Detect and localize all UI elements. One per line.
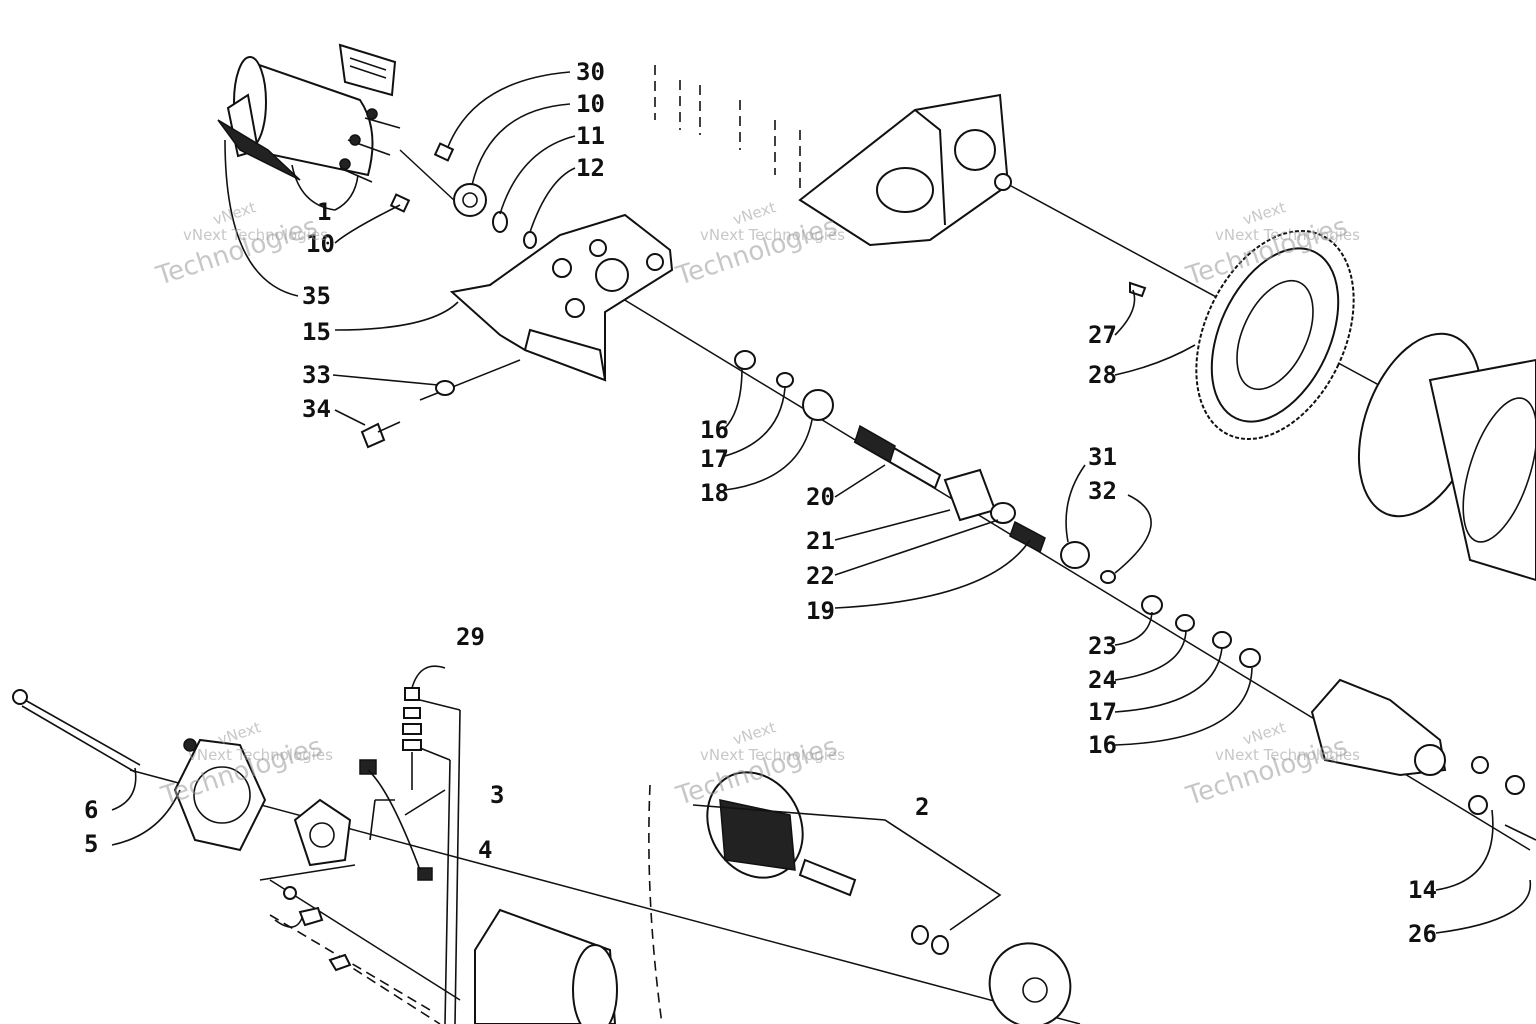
- callout-10: 10: [576, 90, 605, 118]
- watermark-upper-left: vNext vNext Technologies Technologies: [152, 198, 328, 292]
- callout-14: 14: [1408, 876, 1437, 904]
- callout-33: 33: [302, 361, 331, 389]
- end-housing: [1310, 678, 1536, 841]
- callout-2: 2: [915, 793, 929, 821]
- callout-3: 3: [490, 781, 504, 809]
- grouping-brackets: [692, 804, 1002, 931]
- starter-motor: [217, 43, 401, 183]
- engine-case: [654, 65, 1012, 247]
- end-plate: [988, 942, 1072, 1024]
- callout-23: 23: [1088, 632, 1117, 660]
- callout-32: 32: [1088, 477, 1117, 505]
- callout-19: 19: [806, 597, 835, 625]
- callout-4: 4: [478, 836, 492, 864]
- callout-35: 35: [302, 282, 331, 310]
- svg-text:Technologies: Technologies: [152, 212, 321, 292]
- end-cap: [173, 738, 267, 852]
- callout-34: 34: [302, 395, 331, 423]
- mounting-bracket: [449, 213, 674, 382]
- callout-26: 26: [1408, 920, 1437, 948]
- svg-text:vNext Technologies: vNext Technologies: [1215, 226, 1360, 244]
- callout-31: 31: [1088, 443, 1117, 471]
- callout-17-lower: 17: [1088, 698, 1117, 726]
- terminal-stack: [402, 687, 461, 1024]
- washer-and-bolt: [360, 380, 455, 449]
- svg-text:vNext: vNext: [1241, 718, 1288, 749]
- armature: [648, 771, 949, 1024]
- svg-text:vNext Technologies: vNext Technologies: [700, 226, 845, 244]
- callout-1: 1: [317, 198, 331, 226]
- yoke-housing: [474, 908, 618, 1024]
- callout-21: 21: [806, 527, 835, 555]
- svg-text:vNext: vNext: [731, 718, 778, 749]
- callout-29: 29: [456, 623, 485, 651]
- callout-30: 30: [576, 58, 605, 86]
- callout-6: 6: [84, 796, 98, 824]
- callout-labels: 30 10 11 12 1 10 35 15 33 34 16 17 18 20…: [84, 58, 1437, 948]
- callout-5: 5: [84, 830, 98, 858]
- callout-28: 28: [1088, 361, 1117, 389]
- leader-lines: [111, 71, 1532, 934]
- ring-gear: [1129, 230, 1355, 440]
- callout-16-lower: 16: [1088, 731, 1117, 759]
- svg-text:Technologies: Technologies: [1182, 732, 1351, 812]
- callout-17: 17: [700, 445, 729, 473]
- callout-27: 27: [1088, 321, 1117, 349]
- svg-text:Technologies: Technologies: [672, 212, 841, 292]
- small-nuts: [389, 142, 455, 213]
- through-bolt: [12, 689, 141, 773]
- callout-11: 11: [576, 122, 605, 150]
- callout-12: 12: [576, 154, 605, 182]
- svg-text:vNext Technologies: vNext Technologies: [188, 746, 333, 764]
- svg-text:vNext Technologies: vNext Technologies: [1215, 746, 1360, 764]
- lower-brush-parts: [259, 864, 356, 972]
- callout-18: 18: [700, 479, 729, 507]
- callout-15: 15: [302, 318, 331, 346]
- callout-16: 16: [700, 416, 729, 444]
- svg-text:vNext: vNext: [1241, 198, 1288, 229]
- watermarks: vNext vNext Technologies Technologies vN…: [152, 198, 1360, 812]
- svg-text:vNext: vNext: [731, 198, 778, 229]
- clutch-housing: [1357, 332, 1536, 582]
- pinion-assembly: [734, 350, 1261, 668]
- callout-24: 24: [1088, 666, 1117, 694]
- svg-text:vNext Technologies: vNext Technologies: [183, 226, 328, 244]
- callout-20: 20: [806, 483, 835, 511]
- svg-text:vNext Technologies: vNext Technologies: [700, 746, 845, 764]
- callout-22: 22: [806, 562, 835, 590]
- callout-10-lower: 10: [306, 230, 335, 258]
- brush-holder: [293, 759, 446, 881]
- drive-gear-upper: [453, 183, 537, 249]
